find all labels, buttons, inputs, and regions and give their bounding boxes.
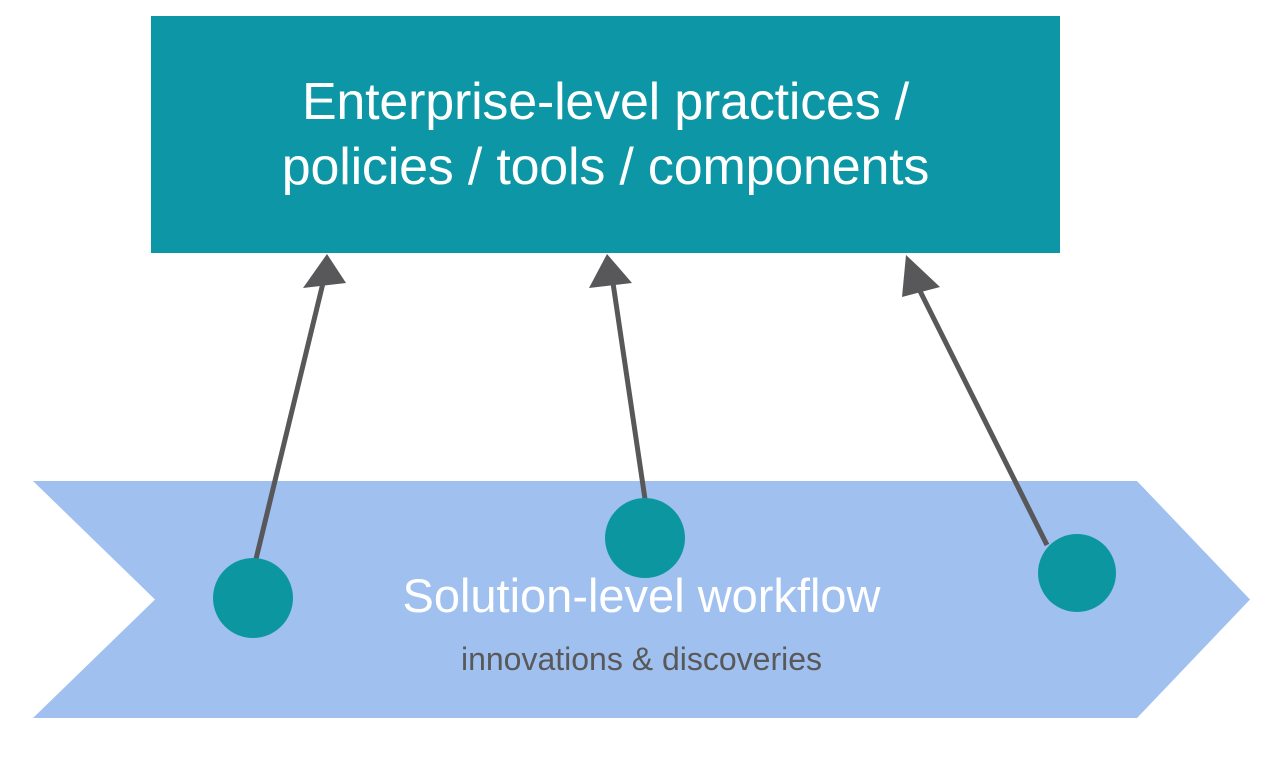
connector-line-1 [253,282,326,560]
connector-line-2 [610,282,648,500]
connector-arrow-1 [253,254,346,560]
innovation-node-2[interactable] [605,498,685,578]
innovation-node-3[interactable] [1038,534,1116,612]
enterprise-level-box[interactable] [151,16,1060,253]
arrowhead-icon-3 [902,255,940,297]
arrowhead-icon-1 [303,254,346,288]
innovation-node-1[interactable] [213,558,293,638]
solution-workflow-chevron[interactable] [33,481,1250,718]
connector-arrow-3 [902,255,1050,547]
connector-line-3 [914,283,1050,547]
arrowhead-icon-2 [589,254,632,288]
connector-arrow-2 [589,254,648,500]
